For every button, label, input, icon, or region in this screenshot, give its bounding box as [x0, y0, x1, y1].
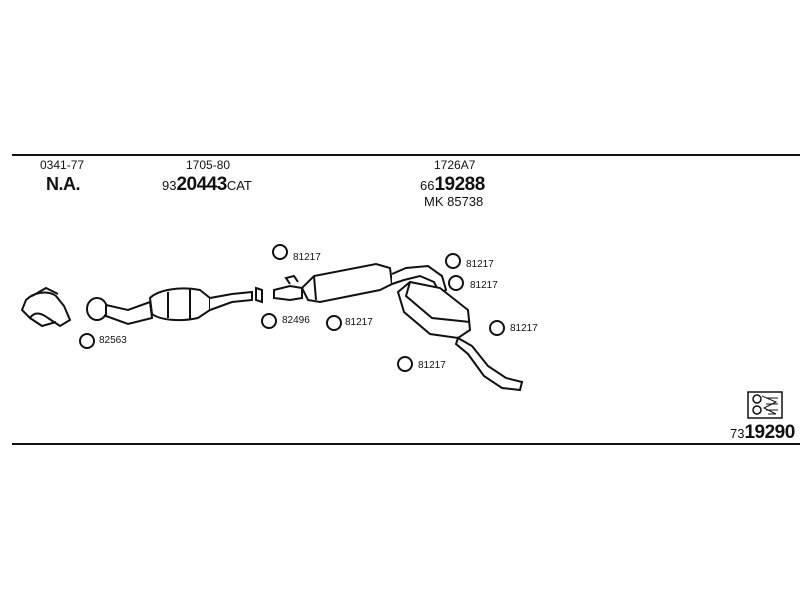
col2-part-number: 9320443CAT [162, 174, 252, 196]
col3-prefix: 66 [420, 178, 435, 193]
col1-code: N.A. [46, 174, 81, 194]
front-pipe [86, 297, 154, 326]
manifold-part [20, 286, 72, 328]
label-81217-e: 81217 [510, 323, 538, 334]
ring-81217-f [397, 356, 413, 372]
catalytic-converter [148, 287, 253, 322]
ring-81217-d [448, 275, 464, 291]
ring-81217-a [272, 244, 288, 260]
footer-part-number: 7319290 [730, 422, 795, 444]
ring-81217-c [445, 253, 461, 269]
col2-number: 20443 [176, 174, 227, 195]
ring-81217-e [489, 320, 505, 336]
col3-year: 1726A7 [434, 158, 476, 172]
label-81217-d: 81217 [470, 280, 498, 291]
label-82563: 82563 [99, 335, 127, 346]
top-rule [12, 154, 800, 156]
col3-number: 19288 [434, 174, 485, 195]
exhaust-kit-icon [747, 391, 783, 419]
rear-silencer [396, 280, 524, 392]
ring-81217-b [326, 315, 342, 331]
ring-82496 [261, 313, 277, 329]
connector-pipe [255, 274, 303, 304]
bottom-rule [12, 443, 800, 445]
label-81217-f: 81217 [418, 360, 446, 371]
footer-prefix: 73 [730, 426, 745, 441]
col2-suffix: CAT [226, 178, 252, 193]
label-82496: 82496 [282, 315, 310, 326]
col2-year: 1705-80 [186, 158, 231, 172]
label-81217-a: 81217 [293, 252, 321, 263]
footer-number: 19290 [744, 422, 795, 443]
ring-82563 [79, 333, 95, 349]
col3-part-number: 6619288 [420, 174, 485, 196]
label-81217-b: 81217 [345, 317, 373, 328]
col1-year: 0341-77 [40, 158, 85, 172]
col2-prefix: 93 [162, 178, 177, 193]
label-81217-c: 81217 [466, 259, 494, 270]
col3-mk: MK 85738 [424, 194, 484, 209]
